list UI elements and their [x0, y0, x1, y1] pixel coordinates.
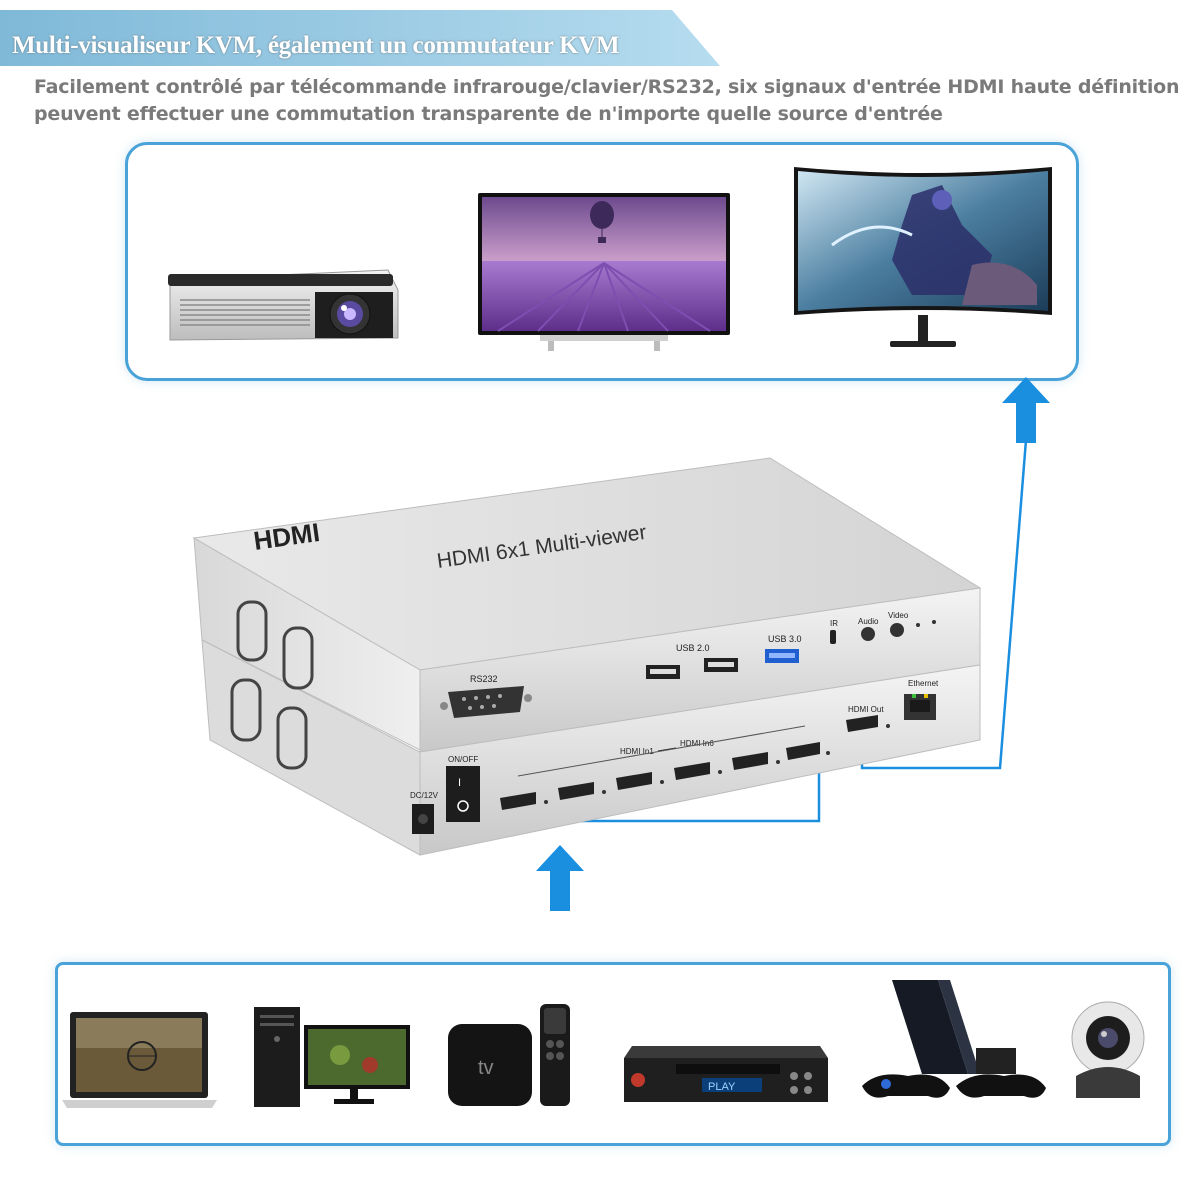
video-label: Video — [888, 611, 909, 620]
desktop-computer-icon — [254, 1007, 410, 1107]
ethernet-label: Ethernet — [908, 679, 939, 688]
tv-box-icon: tv — [448, 1004, 570, 1106]
laptop-icon — [62, 1012, 217, 1108]
projector-icon — [168, 269, 399, 341]
dvd-player-icon: PLAY — [624, 1046, 828, 1102]
game-console-icon — [862, 980, 1046, 1098]
input-arrow-icon — [536, 845, 584, 911]
dvd-play-label: PLAY — [708, 1081, 736, 1093]
hdmi-in-label: HDMI In1 — [620, 747, 654, 756]
television-icon — [478, 193, 730, 351]
audio-label: Audio — [858, 617, 879, 626]
security-camera-icon — [1071, 1001, 1145, 1098]
usb3-label: USB 3.0 — [768, 634, 802, 644]
hdmi-out-label: HDMI Out — [848, 705, 884, 714]
on-off-label: ON/OFF — [448, 755, 478, 764]
banner-shape — [0, 10, 720, 66]
svg-text:I: I — [458, 777, 461, 789]
dc-label: DC/12V — [410, 791, 439, 800]
kvm-multiviewer-device: HDMI HDMI 6x1 Multi-viewer RS232 USB 2.0… — [192, 457, 982, 856]
gaming-monitor-icon — [794, 167, 1052, 347]
ir-label: IR — [830, 619, 838, 628]
subtitle: Facilement contrôlé par télécommande inf… — [34, 76, 1180, 125]
rs232-label: RS232 — [470, 674, 498, 684]
tv-box-label: tv — [478, 1057, 494, 1079]
output-arrow-icon — [1002, 377, 1050, 443]
hdmi-in6-label: HDMI In6 — [680, 739, 714, 748]
usb2-label: USB 2.0 — [676, 643, 710, 653]
banner-title: Multi-visualiseur KVM, également un comm… — [12, 32, 620, 59]
title-banner: Multi-visualiseur KVM, également un comm… — [0, 10, 720, 66]
